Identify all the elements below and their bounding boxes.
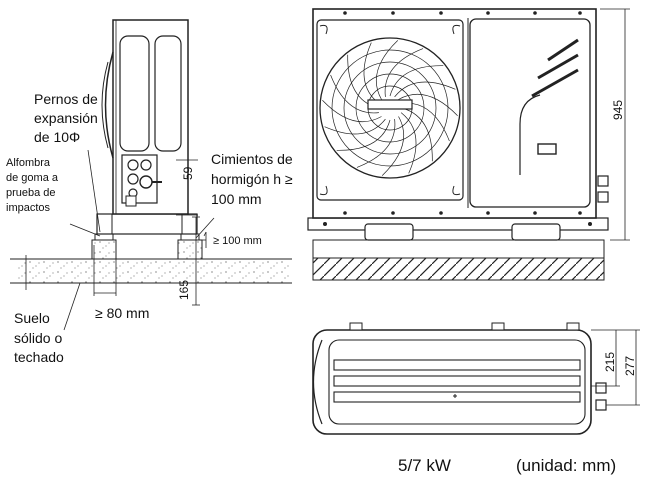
- floor-slab: [10, 255, 292, 290]
- foundation-label-line: hormigón h ≥: [211, 171, 293, 187]
- dim-ge80: ≥ 80 mm: [95, 305, 149, 321]
- foundation-label-line: Cimientos de: [211, 151, 293, 167]
- bolts-label-line: expansión: [34, 110, 98, 126]
- floor-label: Suelo sólido o techado: [14, 310, 66, 365]
- foundation-block: [177, 239, 203, 260]
- dim-ge100: ≥ 100 mm: [213, 235, 262, 247]
- fan-blade-line: [356, 119, 396, 168]
- fan-blade-line: [400, 112, 417, 174]
- fan-blade-line: [330, 74, 379, 114]
- mat-label-line: impactos: [6, 202, 51, 214]
- front-view: 945: [307, 8, 630, 281]
- front-cabinet: [312, 8, 609, 219]
- bolts-label: Pernos de expansión de 10Φ: [34, 91, 102, 145]
- unit-side-body: [101, 19, 189, 215]
- mat-label-line: Alfombra: [6, 157, 51, 169]
- foundation-label-line: 100 mm: [211, 191, 262, 207]
- floor-label-line: sólido o: [14, 330, 62, 346]
- dim-165: 165: [177, 280, 191, 300]
- top-view: 215 277: [312, 322, 640, 435]
- dim-277: 277: [623, 356, 637, 376]
- unit-base: [96, 213, 198, 235]
- fan-grille: [319, 37, 461, 179]
- floor-label-line: Suelo: [14, 310, 50, 326]
- top-dimension: [591, 329, 640, 406]
- bolts-label-line: de 10Φ: [34, 129, 80, 145]
- front-ground-hatch: [312, 257, 605, 281]
- mat-label-line: de goma a: [6, 172, 59, 184]
- caption-unit: (unidad: mm): [516, 456, 616, 475]
- bolts-label-line: Pernos de: [34, 91, 98, 107]
- front-dimension: [600, 8, 630, 241]
- side-dimension-lines: [63, 149, 215, 331]
- side-view: Pernos de expansión de 10Φ Alfombra de g…: [6, 19, 297, 365]
- caption-power: 5/7 kW: [398, 456, 451, 475]
- fan-blade-line: [322, 99, 382, 123]
- dim-59: 59: [181, 166, 195, 180]
- fan-blade-line: [324, 118, 386, 135]
- front-slab: [312, 239, 605, 259]
- fan-blade-line: [394, 81, 456, 98]
- foundation-label: Cimientos de hormigón h ≥ 100 mm: [211, 151, 297, 207]
- fan-blade-line: [381, 116, 405, 176]
- fan-blade-line: [401, 107, 433, 162]
- fan-blade-line: [389, 65, 444, 97]
- fan-blade-line: [398, 93, 458, 117]
- floor-label-line: techado: [14, 349, 64, 365]
- handle: [537, 143, 557, 155]
- dim-945: 945: [611, 100, 625, 120]
- dim-215: 215: [603, 352, 617, 372]
- foundation-block: [91, 239, 117, 260]
- fan-blade-line: [375, 40, 399, 100]
- mat-label-line: prueba de: [6, 187, 56, 199]
- fan-blade-line: [384, 48, 424, 97]
- rubber-mat-label: Alfombra de goma a prueba de impactos: [6, 157, 61, 214]
- fan-blade-line: [336, 119, 391, 151]
- front-base: [307, 217, 609, 241]
